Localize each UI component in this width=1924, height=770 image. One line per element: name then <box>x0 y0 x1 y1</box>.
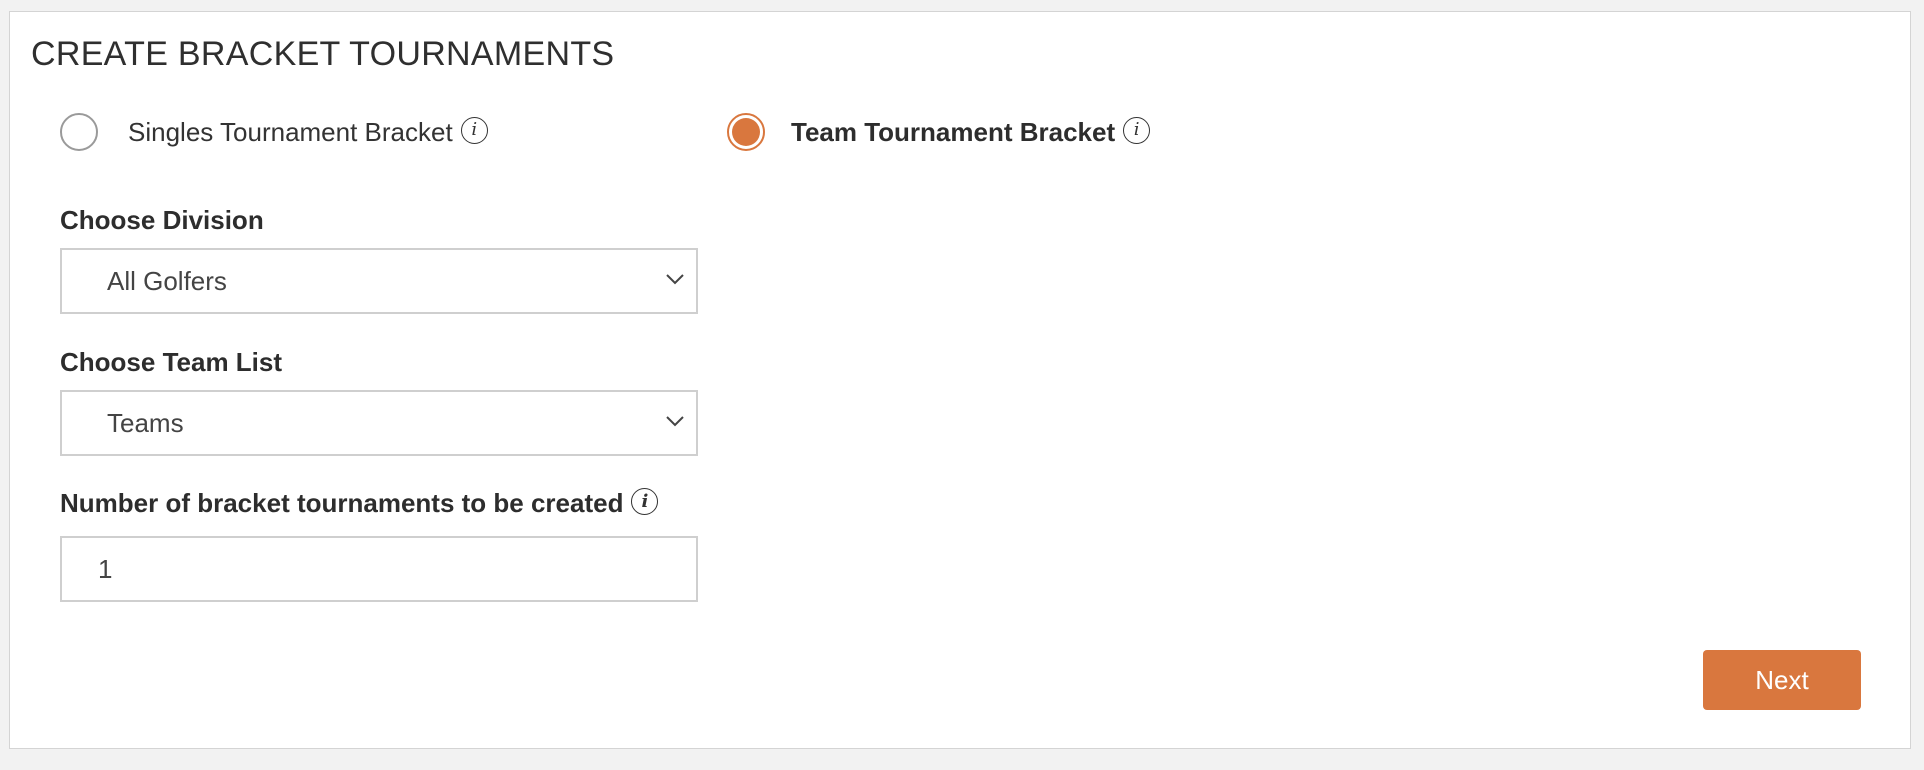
division-label: Choose Division <box>60 205 264 236</box>
team-list-select-value: Teams <box>107 407 184 438</box>
info-icon[interactable]: i <box>631 488 659 515</box>
singles-radio-button[interactable] <box>60 113 98 151</box>
chevron-down-icon <box>666 274 684 285</box>
create-bracket-panel: CREATE BRACKET TOURNAMENTS Singles Tourn… <box>9 11 1911 749</box>
next-button[interactable]: Next <box>1703 650 1861 710</box>
division-select[interactable]: All Golfers <box>60 248 698 314</box>
bracket-count-input[interactable] <box>60 536 698 602</box>
division-label-text: Choose Division <box>60 205 264 235</box>
info-icon[interactable]: i <box>1123 116 1151 144</box>
bracket-count-label-text: Number of bracket tournaments to be crea… <box>60 488 624 518</box>
team-radio-label[interactable]: Team Tournament Bracket <box>791 116 1116 147</box>
chevron-down-icon <box>666 416 684 427</box>
team-list-label-text: Choose Team List <box>60 347 283 377</box>
singles-radio-label[interactable]: Singles Tournament Bracket <box>128 116 453 147</box>
team-radio-button[interactable] <box>727 113 765 151</box>
radio-option-team-bracket[interactable]: Team Tournament Bracket i <box>727 111 1151 153</box>
radio-option-singles-bracket[interactable]: Singles Tournament Bracket i <box>60 111 488 153</box>
info-icon[interactable]: i <box>460 116 488 144</box>
team-list-select[interactable]: Teams <box>60 390 698 456</box>
bracket-count-label: Number of bracket tournaments to be crea… <box>60 488 659 519</box>
page-title: CREATE BRACKET TOURNAMENTS <box>31 35 615 73</box>
team-list-label: Choose Team List <box>60 347 282 378</box>
division-select-value: All Golfers <box>107 265 227 296</box>
